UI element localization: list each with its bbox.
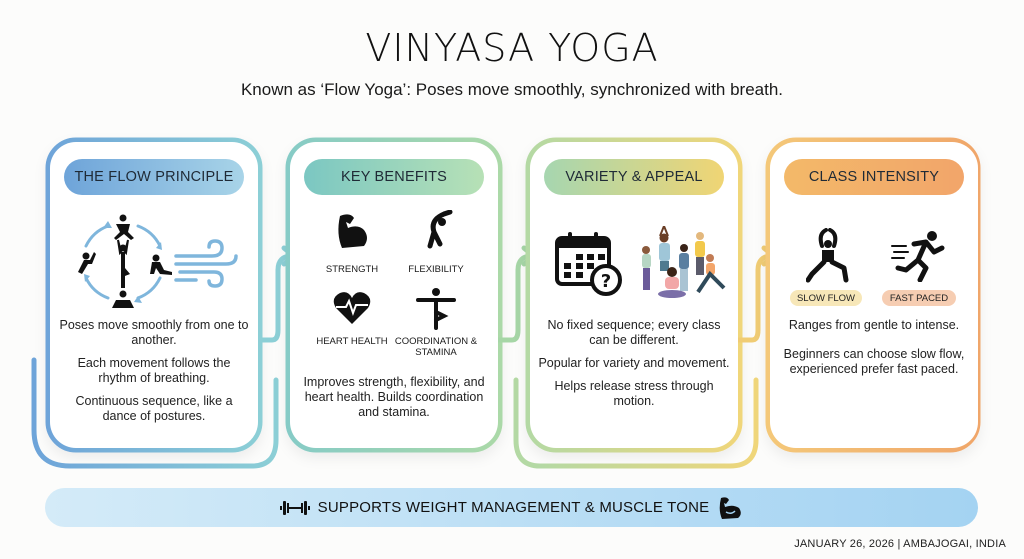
runner-icon: [891, 231, 945, 282]
tree-pose-icon: [416, 288, 456, 330]
tag-fast-paced: FAST PACED: [882, 290, 956, 306]
footer-date-location: JANUARY 26, 2026 | AMBAJOGAI, INDIA: [794, 538, 1006, 550]
banner-text: SUPPORTS WEIGHT MANAGEMENT & MUSCLE TONE: [317, 499, 710, 516]
benefit-flexibility: FLEXIBILITY: [408, 264, 464, 275]
page-title: VINYASA YOGA: [365, 26, 659, 70]
variety-point-3: Helps release stress through motion.: [554, 379, 714, 408]
tag-slow-flow: SLOW FLOW: [790, 290, 862, 306]
card-variety-appeal: VARIETY & APPEAL ? No fixed sequence; ev…: [530, 142, 738, 448]
benefit-banner: SUPPORTS WEIGHT MANAGEMENT & MUSCLE TONE: [45, 488, 978, 527]
heart-pulse-icon: [333, 292, 371, 324]
flow-point-1: Poses move smoothly from one to another.: [59, 318, 249, 347]
card-title: VARIETY & APPEAL: [544, 159, 724, 195]
card-title: CLASS INTENSITY: [784, 159, 964, 195]
flexed-bicep-icon: [338, 214, 367, 248]
benefit-strength: STRENGTH: [325, 264, 379, 275]
benefit-coordination-stamina: COORDINATION & STAMINA: [394, 336, 478, 358]
diverse-group-icon: [642, 226, 726, 298]
page-subtitle: Known as ‘Flow Yoga’: Poses move smoothl…: [240, 80, 784, 99]
variety-point-1: No fixed sequence; every class can be di…: [547, 318, 721, 347]
flow-point-3: Continuous sequence, like a dance of pos…: [75, 394, 233, 423]
intensity-point-2: Beginners can choose slow flow, experien…: [783, 347, 965, 376]
warrior-pose-icon: [806, 228, 849, 283]
calendar-question-icon: ?: [555, 232, 622, 296]
card-key-benefits: KEY BENEFITS STRENGTH FLEXIBILITY HEART …: [290, 142, 498, 448]
pose-cycle-icon: [78, 214, 172, 308]
flexed-bicep-icon: [720, 496, 742, 519]
card-title: THE FLOW PRINCIPLE: [64, 159, 244, 195]
benefits-summary: Improves strength, flexibility, and hear…: [303, 375, 485, 419]
variety-point-2: Popular for variety and movement.: [538, 356, 730, 370]
dumbbell-icon: [279, 500, 310, 515]
card-title: KEY BENEFITS: [304, 159, 484, 195]
side-stretch-icon: [427, 210, 453, 249]
intensity-point-1: Ranges from gentle to intense.: [788, 318, 960, 332]
breath-wind-icon: [174, 239, 238, 288]
flow-point-2: Each movement follows the rhythm of brea…: [77, 356, 231, 385]
card-flow-principle: THE FLOW PRINCIPLE: [50, 142, 258, 448]
svg-text:?: ?: [601, 271, 611, 292]
benefit-heart-health: HEART HEALTH: [316, 336, 388, 347]
card-class-intensity: CLASS INTENSITY SLOW FLOW FAST PACED Ran…: [770, 142, 978, 448]
